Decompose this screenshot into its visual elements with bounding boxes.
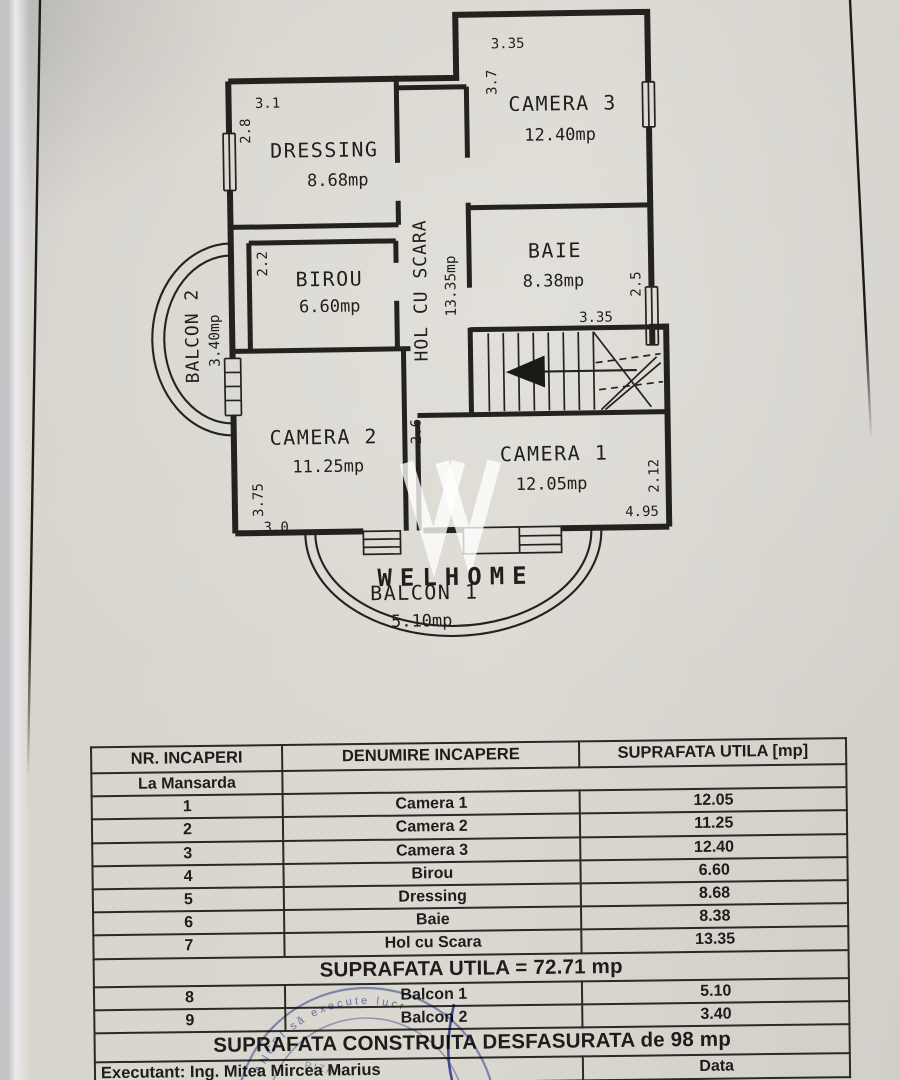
svg-text:DRESSING: DRESSING [270, 137, 379, 163]
room-label-birou: BIROU 6.60mp [295, 266, 363, 317]
svg-text:6.60mp: 6.60mp [299, 296, 361, 317]
row-nr: 8 [93, 985, 286, 1011]
dim-dressing-height: 2.8 [238, 118, 254, 144]
room-label-dressing: DRESSING 8.68mp [270, 137, 379, 191]
area-table: NR. INCAPERI DENUMIRE INCAPERE SUPRAFATA… [90, 737, 851, 1080]
dim-camera1-height: 2.12 [646, 459, 663, 493]
room-label-camera3: CAMERA 3 12.40mp [508, 90, 617, 146]
dim-baie-height: 2.5 [628, 271, 644, 297]
row-nr: 2 [91, 817, 284, 843]
outer-walls [225, 8, 673, 537]
watermark-brand-text: WELHOME [377, 562, 535, 592]
date-label: Data [583, 1053, 851, 1080]
balcony1-inner-arc [314, 529, 593, 628]
stair-direction-arrow [505, 355, 546, 388]
dim-dressing-width: 3.1 [255, 96, 281, 112]
window-camera1-bottom [462, 525, 563, 555]
svg-text:HOL CU SCARA: HOL CU SCARA [409, 219, 432, 361]
watermark-logo-w-icon [435, 459, 501, 577]
dim-camera2-width: 3.0 [263, 520, 289, 536]
room-label-balcon1: BALCON 1 5.10mp [370, 580, 479, 632]
svg-text:BIROU: BIROU [295, 266, 363, 291]
svg-text:11.25mp: 11.25mp [292, 456, 364, 477]
row-nr: 4 [92, 863, 284, 890]
group-label: La Mansarda [91, 771, 283, 797]
svg-text:12.40mp: 12.40mp [524, 125, 596, 146]
room-label-balcon2: BALCON 2 3.40mp [181, 289, 224, 384]
balcony1-outer-arc [304, 529, 603, 638]
svg-text:13.35mp: 13.35mp [443, 255, 460, 316]
room-label-baie: BAIE 8.38mp [523, 238, 585, 292]
row-area: 6.60 [580, 856, 848, 884]
svg-text:CAMERA 3: CAMERA 3 [508, 90, 617, 116]
svg-text:3.40mp: 3.40mp [207, 314, 224, 367]
row-nr: 9 [94, 1008, 286, 1034]
staircase [487, 331, 664, 412]
col-header-suprafata: SUPRAFATA UTILA [mp] [579, 738, 847, 768]
area-table-container: NR. INCAPERI DENUMIRE INCAPERE SUPRAFATA… [90, 737, 851, 1080]
balcony2-outer-arc [151, 242, 234, 437]
svg-text:CAMERA 1: CAMERA 1 [500, 441, 609, 467]
svg-text:8.68mp: 8.68mp [307, 170, 369, 191]
svg-text:BALCON 2: BALCON 2 [181, 289, 203, 384]
svg-text:12.05mp: 12.05mp [516, 474, 588, 495]
interior-walls [230, 75, 668, 531]
window-camera3-right [641, 80, 656, 128]
row-area: 12.40 [580, 833, 848, 861]
row-nr: 7 [93, 933, 285, 959]
executant-label: Executant: [100, 1063, 186, 1080]
dim-camera3-height: 3.7 [484, 70, 500, 96]
room-label-camera1: CAMERA 1 12.05mp [500, 441, 609, 495]
row-nr: 1 [91, 794, 283, 820]
row-area: 8.38 [581, 903, 849, 930]
row-nr: 6 [93, 910, 285, 936]
svg-text:5.10mp: 5.10mp [391, 611, 453, 632]
svg-text:BAIE: BAIE [528, 238, 583, 263]
executant-name: Ing. Mitea Mircea Marius [189, 1060, 381, 1080]
dim-camera2-height: 3.75 [251, 483, 268, 517]
row-area: 3.40 [582, 1001, 850, 1028]
dim-birou-height: 2.2 [255, 251, 271, 277]
window-baie-right [644, 285, 660, 346]
col-header-denumire: DENUMIRE INCAPERE [282, 741, 580, 772]
svg-text:BALCON 1: BALCON 1 [370, 580, 479, 606]
dim-baie-width: 3.35 [579, 309, 613, 326]
dimension-labels: 3.1 2.8 3.35 3.7 2.2 2.5 3.35 3.75 3.0 2… [238, 36, 663, 536]
dim-camera3-width: 3.35 [491, 36, 525, 53]
dim-camera1-width: 4.95 [625, 504, 659, 521]
room-label-hol-cu-scara: HOL CU SCARA 13.35mp [409, 219, 460, 361]
paper-left-edge [0, 0, 30, 1080]
row-area: 5.10 [582, 978, 850, 1005]
watermark: WELHOME [377, 459, 535, 592]
row-area: 11.25 [580, 810, 848, 837]
windows [222, 80, 660, 556]
row-area: 8.68 [581, 880, 848, 907]
balcony2-door-window [223, 357, 243, 417]
room-label-camera2: CAMERA 2 11.25mp [269, 424, 378, 477]
col-header-nr: NR. INCAPERI [91, 745, 283, 774]
row-area: 13.35 [581, 926, 849, 953]
window-camera2-bottom [362, 529, 402, 556]
row-nr: 5 [92, 886, 285, 913]
floor-plan-drawing: WELHOME DRESSING 8.68mp CAMERA 3 12.40mp… [151, 8, 673, 638]
row-nr: 3 [92, 840, 284, 867]
balcony-arcs [151, 242, 603, 638]
balcony2-inner-arc [163, 254, 234, 425]
dim-hall-width: 2.6 [409, 419, 425, 445]
row-area: 12.05 [580, 787, 847, 814]
svg-text:CAMERA 2: CAMERA 2 [269, 424, 378, 450]
svg-text:8.38mp: 8.38mp [523, 271, 585, 292]
window-dressing-left [222, 132, 237, 192]
